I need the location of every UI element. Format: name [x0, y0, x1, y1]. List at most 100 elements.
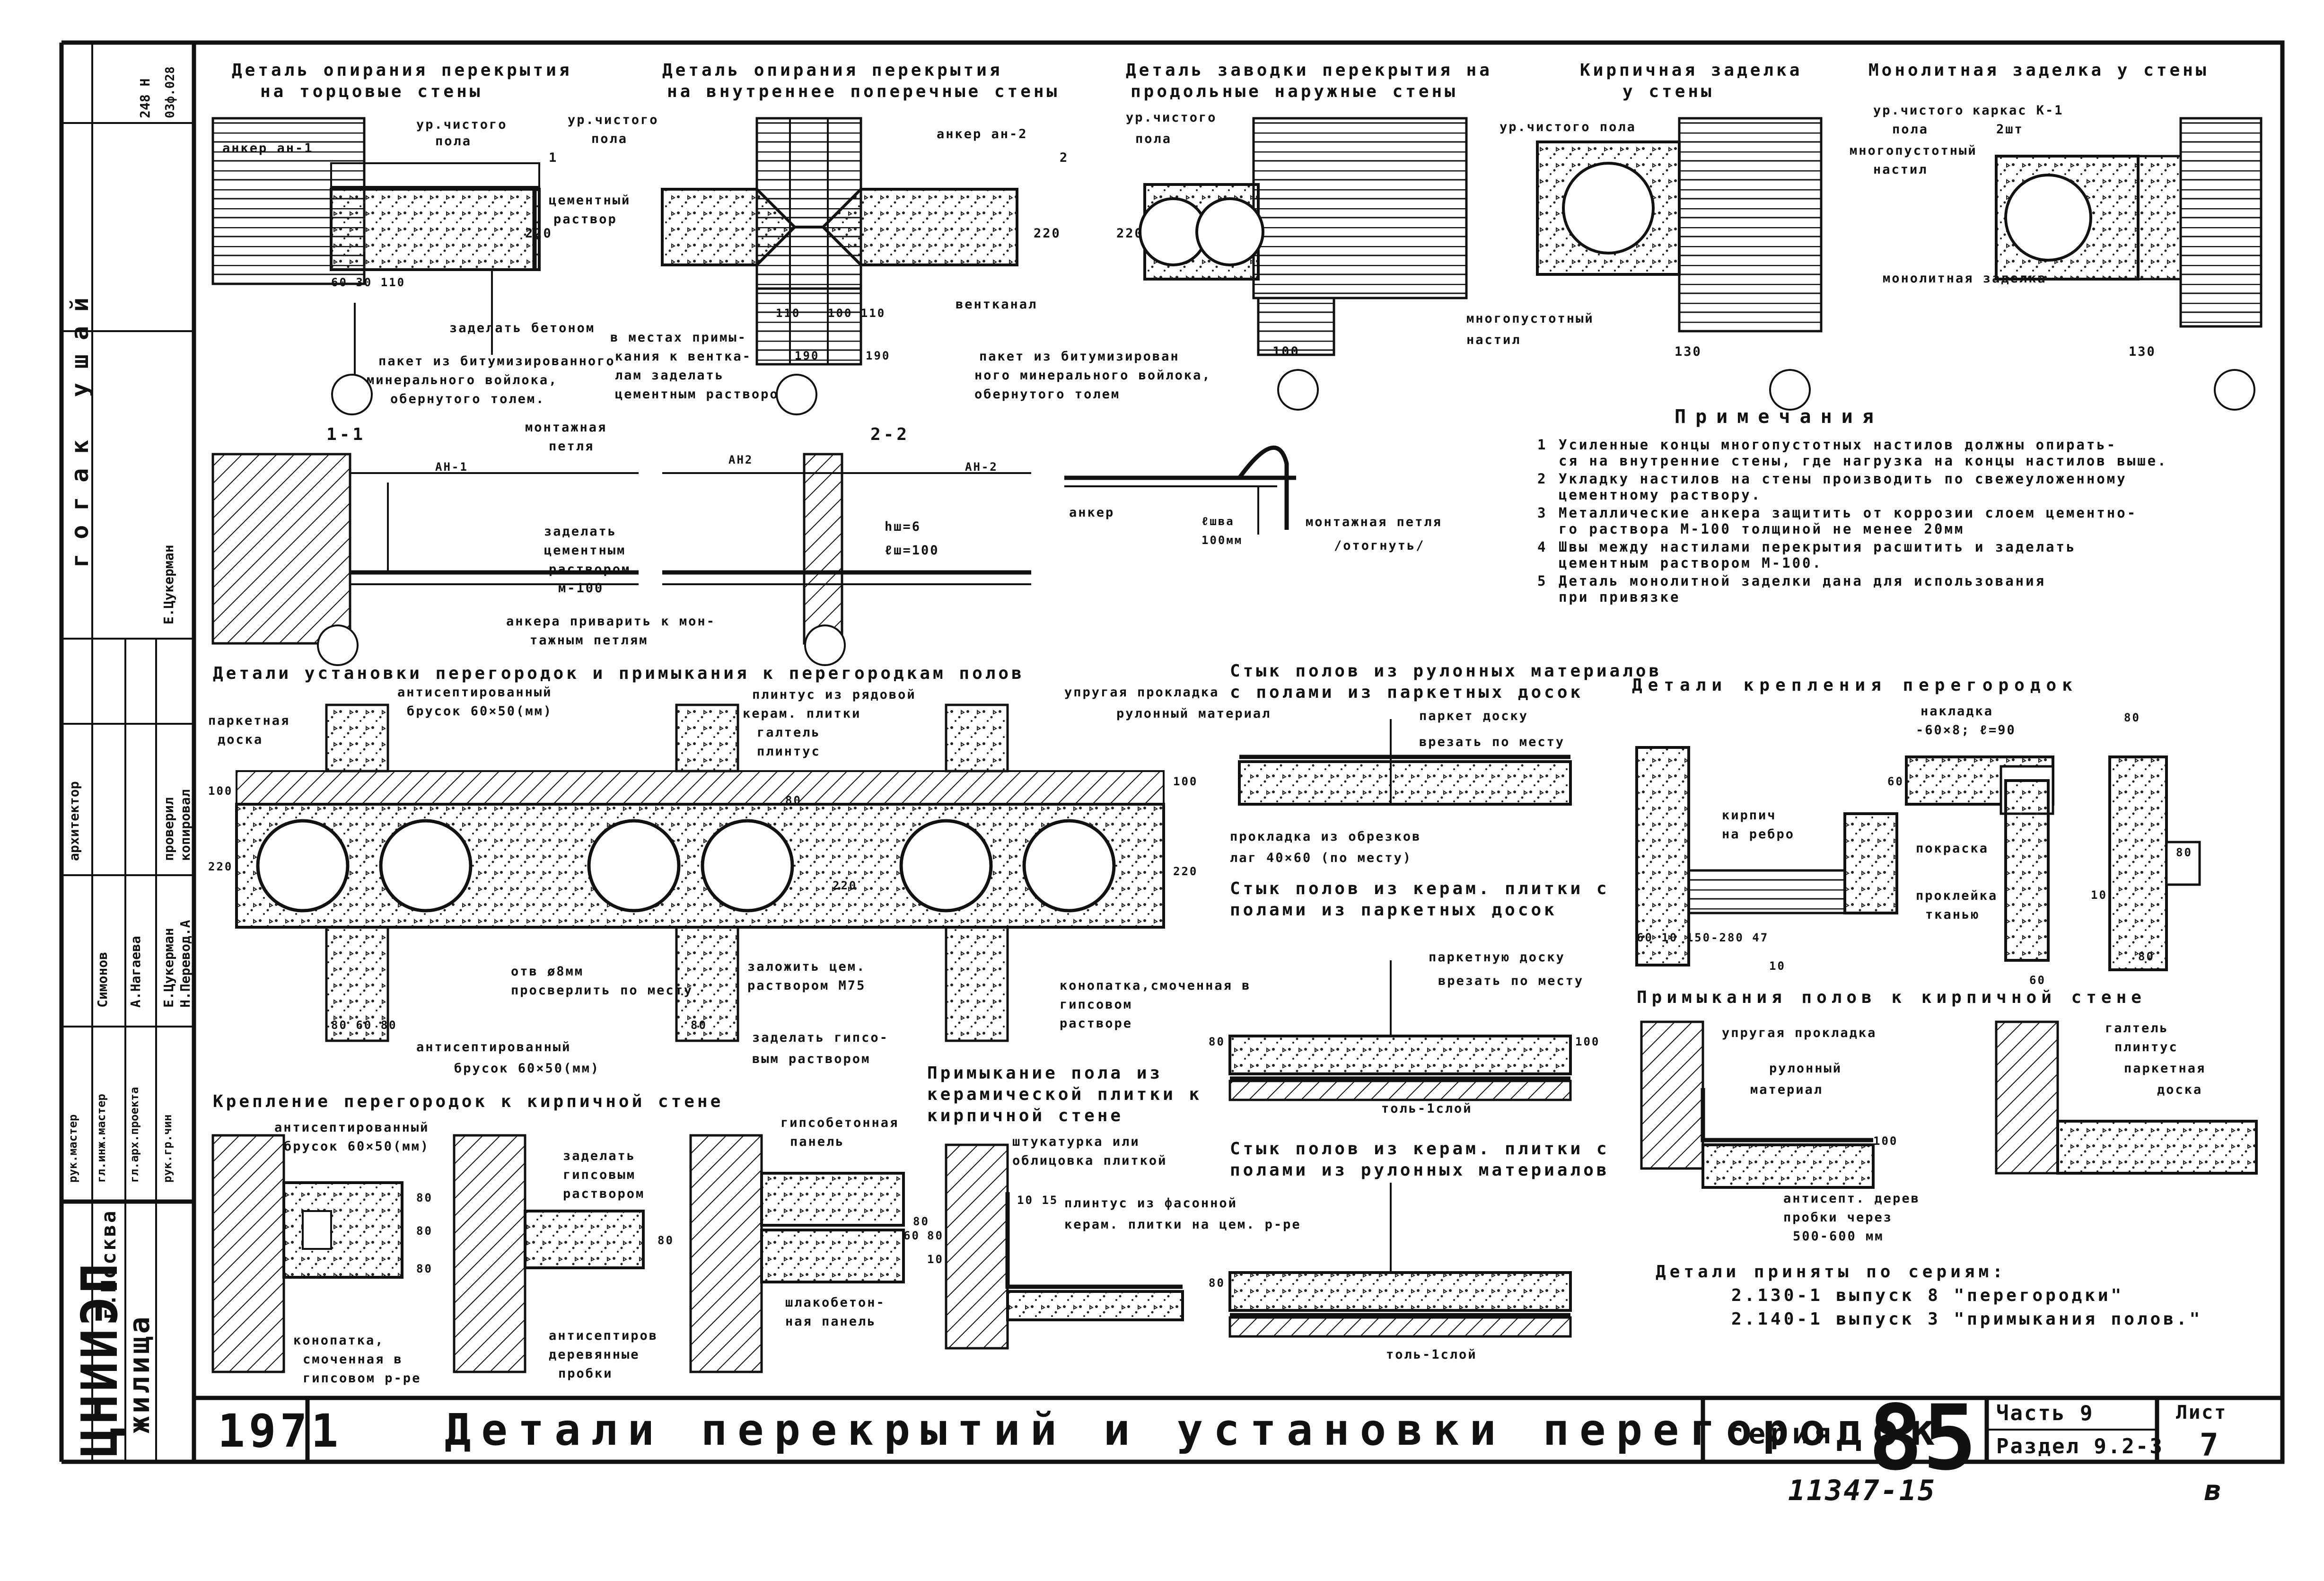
d3-floor2: пола — [1135, 132, 1172, 146]
detail1-title-1: Деталь опирания перекрытия — [232, 61, 572, 80]
notes-title: Примечания — [1675, 406, 1883, 428]
stamp-vertical-text: гогак ушай — [66, 283, 94, 568]
bwf-d80c: 80 — [416, 1262, 433, 1275]
s11-weld2: тажным петлям — [530, 633, 649, 648]
fb-ant2: пробки через — [1783, 1210, 1893, 1225]
p-galtel: галтель — [757, 725, 821, 740]
d2-vent: вентканал — [956, 297, 1038, 312]
p-plinth2: керам. плитки — [743, 706, 861, 721]
p-d220c: 220 — [1173, 865, 1198, 878]
p-mortar2: раствором М75 — [747, 978, 866, 993]
d2-dims2: 100 110 — [828, 307, 886, 320]
detail1-title-2: на торцовые стены — [260, 82, 483, 101]
s11-loop2: петля — [549, 439, 595, 454]
p-plinth1: плинтус из рядовой — [752, 687, 916, 702]
d2-note3: лам заделать — [615, 368, 725, 383]
s22-hsh: hш=6 — [885, 519, 921, 534]
p-hole1: отв ø8мм — [511, 964, 584, 979]
pf-d10: 10 — [1769, 959, 1786, 973]
ac-d60: 60 — [903, 1229, 920, 1242]
p-cau3: растворе — [1060, 1016, 1133, 1031]
d2-dim190b: 190 — [866, 349, 891, 362]
stamp-copied: копировал — [177, 789, 193, 861]
s11-mortar2: цементным — [544, 543, 626, 558]
pf-d60b: 60 — [2029, 974, 2046, 987]
d1-pack2: минерального войлока, — [367, 373, 558, 387]
detail2-title-1: Деталь опирания перекрытия — [662, 61, 1003, 80]
s11-an: АН-1 — [435, 460, 468, 474]
s22-lsh: ℓш=100 — [885, 543, 939, 558]
jcr-d80: 80 — [1209, 1276, 1225, 1290]
d2-floor: ур.чистого — [568, 113, 659, 127]
note-line: ся на внутренние стены, где нагрузка на … — [1559, 453, 2168, 469]
detail5-title: Монолитная заделка у стены — [1868, 61, 2209, 80]
fb-roll1: рулонный — [1769, 1061, 1842, 1076]
fb-plinth: плинтус — [2114, 1040, 2178, 1054]
joint-roll-title-1: Стык полов из рулонных материалов — [1230, 661, 1662, 681]
d2-note4: цементным раствором — [615, 387, 788, 402]
d5-floor2: пола — [1892, 122, 1929, 137]
note-line: Укладку настилов на стены производить по… — [1559, 471, 2127, 487]
ac-d1015: 10 15 — [1017, 1194, 1059, 1207]
joint-ceramic-title-2: полами из паркетных досок — [1230, 900, 1557, 920]
joint-ceramic-title-1: Стык полов из керам. плитки с — [1230, 879, 1610, 898]
d1-anchor: анкер ан-1 — [222, 141, 314, 156]
d1-mortar1: цементный — [549, 193, 631, 208]
detail3-title-2: продольные наружные стены — [1131, 82, 1458, 101]
bwf-wood3: пробки — [558, 1366, 613, 1381]
d2-num: 2 — [1060, 150, 1069, 165]
bwf-d80a: 80 — [416, 1191, 433, 1204]
brick-wall-fix-title: Крепление перегородок к кирпичной стене — [213, 1092, 724, 1111]
fb-ant1: антисепт. дерев — [1783, 1191, 1920, 1206]
bwf-slag2: ная панель — [785, 1314, 877, 1329]
d3-pack2: ного минерального войлока, — [974, 368, 1211, 383]
note-line: цементным раствором М-100. — [1559, 555, 1823, 571]
jc-d100: 100 — [1575, 1035, 1600, 1048]
bwf-antisept1: антисептированный — [274, 1120, 430, 1135]
pf-strip2: -60×8; ℓ=90 — [1916, 723, 2016, 738]
series-ref-line2: 2.140-1 выпуск 3 "примыкания полов." — [1731, 1309, 2203, 1329]
doc-letter: в — [2204, 1474, 2223, 1507]
section-2-2-title: 2-2 — [870, 425, 910, 444]
sheet-label: Лист — [2176, 1402, 2228, 1423]
partition-fix-title: Детали крепления перегородок — [1632, 676, 2078, 695]
d1-pack3: обернутого толем. — [390, 392, 545, 406]
bwf-wood1: антисептиров — [549, 1328, 658, 1343]
section-1-1-title: 1-1 — [326, 425, 366, 444]
anchor-detail-loop: монтажная петля — [1306, 515, 1442, 529]
anchor-detail-dim: 100мм — [1201, 534, 1243, 547]
note-line: го раствора М-100 толщиной не менее 20мм — [1559, 521, 1965, 537]
d5-slab2: настил — [1873, 162, 1928, 177]
series-ref-title: Детали приняты по сериям: — [1656, 1262, 2007, 1282]
s11-loop1: монтажная — [525, 420, 607, 435]
pf-d80b: 80 — [2176, 846, 2192, 859]
bwf-slag1: шлакобетон- — [785, 1295, 886, 1310]
d2-note2: кания к вентка- — [615, 349, 752, 364]
abut-ceramic-title-1: Примыкание пола из — [927, 1063, 1163, 1083]
sheet-number: 7 — [2200, 1427, 2220, 1463]
d2-dim220: 220 — [1034, 226, 1061, 241]
series-label: серия — [1727, 1417, 1836, 1450]
p-plinthus: плинтус — [757, 744, 821, 759]
anchor-detail-anchor: анкер — [1069, 505, 1115, 520]
d3-floor: ур.чистого — [1126, 110, 1217, 125]
stamp-name-1: Симонов — [95, 951, 110, 1008]
d5-dim: 130 — [2129, 344, 2156, 359]
jc-parquet: паркетную доску — [1429, 950, 1565, 965]
fb-roll2: материал — [1750, 1082, 1824, 1097]
bwf-panel1: гипсобетонная — [781, 1115, 899, 1130]
stamp-org2: жилища — [123, 1314, 156, 1433]
partitions-title: Детали установки перегородок и примыкани… — [213, 664, 1025, 683]
jr-parquet: паркет доску — [1419, 709, 1529, 723]
detail4-title-1: Кирпичная заделка — [1580, 61, 1803, 80]
s11-mortar3: раствором — [549, 562, 631, 577]
note-number: 1 — [1537, 437, 1548, 453]
stamp-name-3: Е.Цукерман — [161, 928, 176, 1008]
ac-d80: 80 — [927, 1229, 944, 1242]
abut-ceramic-title-2: керамической плитки к — [927, 1085, 1202, 1104]
stamp-col-2: гл.инж.мастер — [95, 1094, 108, 1183]
ac-plinth1: плинтус из фасонной — [1064, 1196, 1237, 1211]
joint-ceramic-roll-title-2: полами из рулонных материалов — [1230, 1160, 1610, 1180]
p-elastic: упругая прокладка — [1064, 685, 1219, 700]
